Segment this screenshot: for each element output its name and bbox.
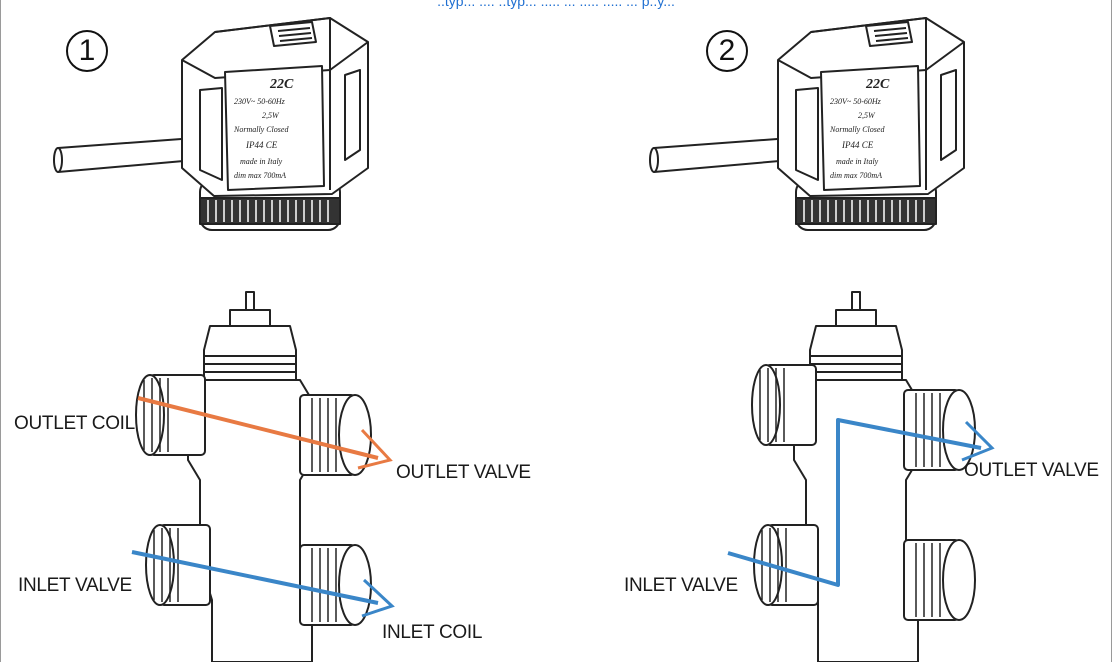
actuator-line-2-6: dim max 700mA <box>830 171 882 180</box>
step-number-2: 2 <box>706 30 748 72</box>
bypass-flow-arrow-2 <box>727 418 982 587</box>
bypass-arrowhead-2 <box>961 420 995 462</box>
actuator-line-1-4: IP44 CE <box>245 140 278 150</box>
outlet-arrowhead-1 <box>357 428 393 470</box>
valve-drawing-2: 22C 230V~ 50-60Hz 2,5W Normally Closed I… <box>649 17 995 662</box>
header-text: ..typ... .... ..typ... ..... ... ..... .… <box>437 0 675 9</box>
actuator-line-1-3: Normally Closed <box>233 125 289 134</box>
actuator-line-2-1: 230V~ 50-60Hz <box>830 97 882 106</box>
actuator-line-1-5: made in Italy <box>240 157 283 166</box>
actuator-line-1-2: 2,5W <box>262 111 280 120</box>
valve-drawing-1: 22C 230V~ 50-60Hz 2,5W Normally Closed I… <box>53 17 395 662</box>
step-number-1: 1 <box>66 30 108 72</box>
inlet-flow-arrow-1 <box>131 550 379 605</box>
actuator-line-1-1: 230V~ 50-60Hz <box>234 97 286 106</box>
label-inlet-coil: INLET COIL <box>382 622 483 643</box>
inlet-arrowhead-1 <box>361 578 395 618</box>
panel-2: 2 22C 230V~ 50-60Hz 2,5W Normally Closed… <box>556 0 1112 662</box>
actuator-line-1-6: dim max 700mA <box>234 171 286 180</box>
label-inlet-valve-1: INLET VALVE <box>18 575 132 596</box>
outlet-flow-arrow-1 <box>137 396 379 460</box>
label-outlet-coil: OUTLET COIL <box>14 413 135 434</box>
actuator-model-2: 22C <box>865 77 890 92</box>
actuator-line-2-3: Normally Closed <box>829 125 885 134</box>
actuator-model-1: 22C <box>269 77 294 92</box>
label-inlet-valve-2: INLET VALVE <box>624 575 738 596</box>
actuator-line-2-2: 2,5W <box>858 111 876 120</box>
label-outlet-valve-2: OUTLET VALVE <box>964 460 1099 481</box>
actuator-line-2-4: IP44 CE <box>841 140 874 150</box>
label-outlet-valve-1: OUTLET VALVE <box>396 462 531 483</box>
panel-1: 1 22C 230V~ 50-60Hz 2,5W Nor <box>14 17 531 662</box>
actuator-line-2-5: made in Italy <box>836 157 879 166</box>
